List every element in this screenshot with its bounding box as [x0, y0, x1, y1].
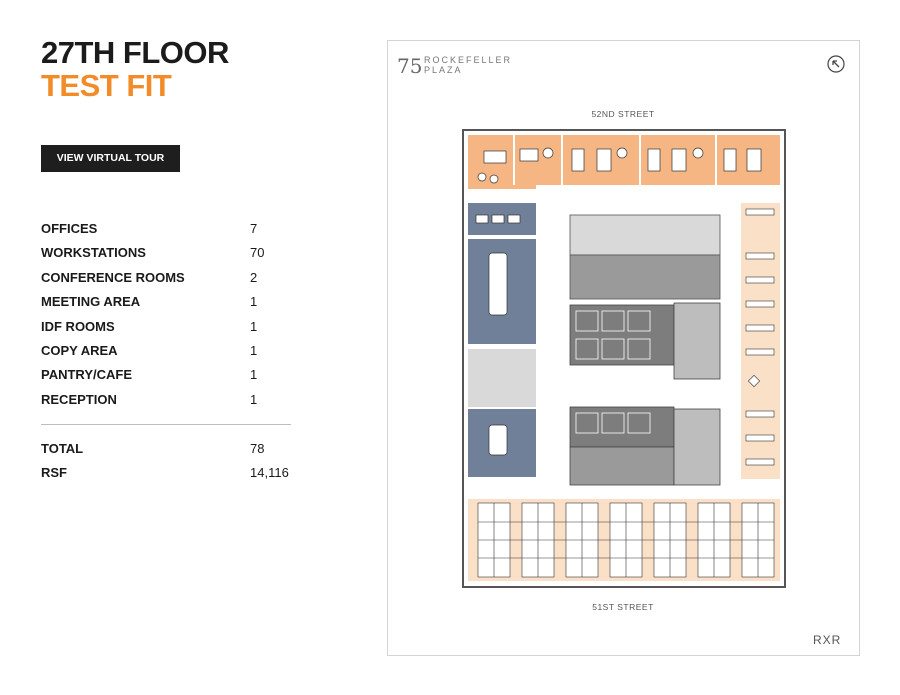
floor-plan-panel: 75 ROCKEFELLER PLAZA 52ND STREET 51ST ST…: [387, 40, 860, 656]
copy-area-zone: [468, 349, 536, 407]
stat-row-workstations: WORKSTATIONS 70: [41, 242, 291, 266]
stat-label: OFFICES: [41, 221, 98, 236]
page-title-test-fit: TEST FIT: [41, 68, 172, 103]
rsf-label: RSF: [41, 465, 67, 481]
total-value: 78: [250, 441, 265, 456]
street-label-top: 52ND STREET: [591, 109, 655, 119]
rsf-row: RSF 14,116: [41, 462, 291, 486]
stat-value: 2: [250, 269, 258, 285]
stat-row-pantry-cafe: PANTRY/CAFE 1: [41, 364, 291, 388]
logo-line-2: PLAZA: [424, 65, 463, 75]
north-arrow-icon[interactable]: [827, 55, 845, 73]
stat-value: 1: [250, 342, 258, 358]
logo-number: 75: [397, 54, 423, 78]
stat-row-reception: RECEPTION 1: [41, 389, 291, 413]
south-workstation-dividers: [478, 503, 774, 577]
stat-value: 7: [250, 221, 258, 236]
elevator-bank-north: [569, 304, 675, 366]
conference-tables: [475, 214, 521, 456]
stat-label: WORKSTATIONS: [41, 245, 146, 261]
stat-row-offices: OFFICES 7: [41, 218, 291, 242]
stats-list: OFFICES 7 WORKSTATIONS 70 CONFERENCE ROOMS…: [41, 218, 291, 413]
core-stair-south: [569, 446, 675, 486]
stat-label: PANTRY/CAFE: [41, 367, 132, 383]
stat-row-copy-area: COPY AREA 1: [41, 340, 291, 364]
restrooms-south: [673, 408, 721, 486]
street-label-bottom: 51ST STREET: [592, 602, 654, 612]
elevator-cabs: [575, 310, 651, 434]
elevator-bank-south: [569, 406, 675, 448]
stat-label: COPY AREA: [41, 342, 118, 358]
stat-value: 1: [250, 367, 258, 383]
core-stair-north: [569, 254, 721, 300]
totals-list: TOTAL 78 RSF 14,116: [41, 438, 291, 487]
stat-label: CONFERENCE ROOMS: [41, 269, 185, 285]
stat-label: IDF ROOMS: [41, 318, 115, 334]
stat-label: MEETING AREA: [41, 294, 141, 310]
floor-plan-drawing: [462, 129, 786, 588]
pantry-cafe-zone: [569, 214, 721, 256]
east-workstations-zone: [741, 203, 780, 479]
page-title-floor: 27TH FLOOR: [41, 35, 229, 70]
stat-value: 1: [250, 294, 258, 310]
east-workstations: [745, 208, 775, 466]
rsf-value: 14,116: [250, 465, 289, 481]
stat-value: 1: [250, 391, 258, 407]
stat-row-idf-rooms: IDF ROOMS 1: [41, 316, 291, 340]
office-partitions: [513, 135, 717, 185]
restrooms-north: [673, 302, 721, 380]
stat-value: 1: [250, 318, 258, 334]
brand-logo: RXR: [813, 633, 842, 647]
stat-row-conference-rooms: CONFERENCE ROOMS 2: [41, 267, 291, 291]
office-furniture: [477, 147, 762, 184]
total-label: TOTAL: [41, 441, 84, 456]
view-virtual-tour-button[interactable]: VIEW VIRTUAL TOUR: [41, 145, 180, 172]
logo-text: ROCKEFELLER PLAZA: [424, 55, 512, 75]
stat-row-meeting-area: MEETING AREA 1: [41, 291, 291, 315]
stat-value: 70: [250, 245, 265, 261]
stat-label: RECEPTION: [41, 391, 117, 407]
total-row: TOTAL 78: [41, 438, 291, 462]
stats-divider: [41, 424, 291, 425]
logo-line-1: ROCKEFELLER: [424, 55, 513, 65]
